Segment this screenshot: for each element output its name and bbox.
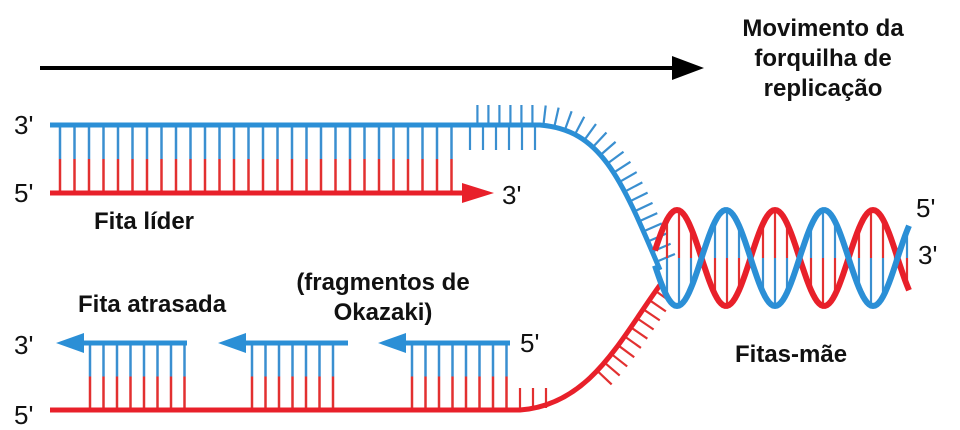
title-line-2: forquilha de	[754, 45, 892, 72]
lower-template-strand	[50, 283, 663, 413]
fork-direction-arrow-icon	[672, 56, 704, 80]
base-pair-rung	[618, 171, 638, 183]
base-pair-rung	[630, 326, 648, 340]
base-pair-rungs	[58, 105, 909, 408]
base-pair-rung	[656, 252, 676, 263]
right-bottom-end-label: 3'	[918, 240, 938, 270]
base-pair-rung	[643, 222, 663, 233]
base-pair-rung	[553, 107, 560, 128]
base-pair-rung	[636, 317, 655, 331]
base-pair-rung	[596, 369, 613, 386]
okazaki-label-line-1: (fragmentos de	[296, 269, 470, 296]
title-line-1: Movimento da	[742, 15, 904, 42]
base-pair-rung	[603, 361, 621, 377]
fork-movement-title: Movimento da forquilha de replicação	[718, 14, 928, 104]
base-pair-rung	[623, 335, 642, 349]
fragment-right-end-label: 5'	[520, 328, 540, 358]
base-pair-rung	[629, 191, 649, 203]
leading-left-end-label: 5'	[14, 178, 34, 208]
base-pair-rung	[633, 201, 654, 213]
base-pair-rung	[624, 181, 643, 193]
base-pair-rung	[563, 110, 573, 131]
okazaki-fragment-arrow-icon	[378, 333, 406, 353]
parent-strands-label: Fitas-mãe	[735, 341, 848, 368]
bottom-left-end-label: 5'	[14, 400, 34, 430]
leading-strand-arrow-icon	[462, 183, 494, 203]
okazaki-fragment-arrow-icon	[56, 333, 84, 353]
base-pair-rung	[617, 344, 635, 359]
leading-strand-label: Fita líder	[94, 208, 195, 235]
base-pair-rung	[606, 150, 625, 165]
lagging-strand-label: Fita atrasada	[78, 291, 227, 318]
right-top-end-label: 5'	[916, 193, 936, 223]
top-left-end-label: 3'	[14, 110, 34, 140]
upper-template-strand	[50, 122, 663, 271]
okazaki-fragments-label: (fragmentos de Okazaki)	[268, 268, 498, 328]
base-pair-rung	[648, 299, 667, 313]
okazaki-fragment-arrow-icon	[218, 333, 246, 353]
base-pair-rung	[592, 131, 608, 148]
base-pair-rung	[638, 212, 658, 223]
lagging-left-end-label: 3'	[14, 330, 34, 360]
base-pair-rung	[542, 105, 547, 126]
title-line-3: replicação	[763, 75, 883, 102]
leading-tip-end-label: 3'	[502, 180, 522, 210]
base-pair-rung	[583, 123, 597, 141]
base-pair-rung	[613, 160, 632, 174]
parent-strand-blue	[652, 207, 912, 310]
base-pair-rung	[599, 141, 617, 156]
okazaki-label-line-2: Okazaki)	[333, 299, 433, 326]
base-pair-rung	[573, 116, 586, 135]
base-pair-rung	[610, 353, 628, 368]
parent-strand-red	[652, 206, 912, 309]
base-pair-rung	[642, 308, 661, 322]
